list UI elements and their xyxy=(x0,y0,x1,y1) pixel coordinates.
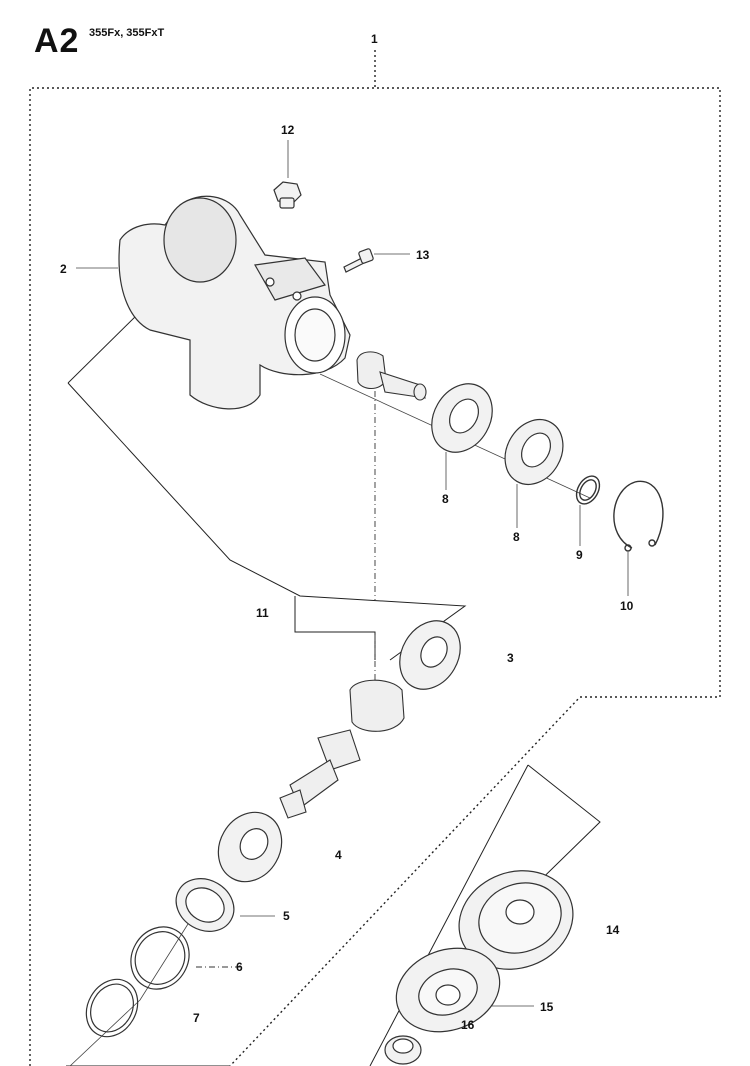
circlips xyxy=(575,475,664,552)
callout-2: 2 xyxy=(60,262,67,276)
callout-1: 1 xyxy=(371,32,378,46)
callout-numbers: 1 2 3 4 5 6 7 8 8 9 10 11 12 13 14 15 16 xyxy=(60,32,634,1032)
bearing-lower xyxy=(217,811,283,883)
callout-5: 5 xyxy=(283,909,290,923)
axis-lines xyxy=(196,378,376,968)
callout-3: 3 xyxy=(507,651,514,665)
seal-5 xyxy=(175,878,235,932)
callout-14: 14 xyxy=(606,923,620,937)
callout-16: 16 xyxy=(461,1018,475,1032)
bearing-upper xyxy=(399,620,461,690)
section-code: A2 xyxy=(34,22,80,60)
pinion-shaft xyxy=(279,679,405,819)
bevel-gear-top xyxy=(356,351,427,401)
plug-screw xyxy=(273,181,302,209)
callout-8b: 8 xyxy=(513,530,520,544)
callout-8a: 8 xyxy=(442,492,449,506)
gear-housing xyxy=(118,195,351,410)
thrust-washer xyxy=(395,947,501,1033)
retaining-ring xyxy=(85,978,139,1038)
callout-4: 4 xyxy=(335,848,342,862)
callout-9: 9 xyxy=(576,548,583,562)
model-list: 355Fx, 355FxT xyxy=(89,27,165,39)
spacer-ring xyxy=(130,926,190,990)
nut xyxy=(384,1035,422,1065)
callout-6: 6 xyxy=(236,960,243,974)
support-cup xyxy=(458,870,574,970)
callout-7: 7 xyxy=(193,1011,200,1025)
screw xyxy=(343,248,374,273)
callout-12: 12 xyxy=(281,123,295,137)
callout-15: 15 xyxy=(540,1000,554,1014)
callout-10: 10 xyxy=(620,599,634,613)
callout-11: 11 xyxy=(256,606,269,620)
callout-13: 13 xyxy=(416,248,430,262)
assembly-boundary xyxy=(29,50,721,1066)
seal-ring xyxy=(431,383,564,485)
